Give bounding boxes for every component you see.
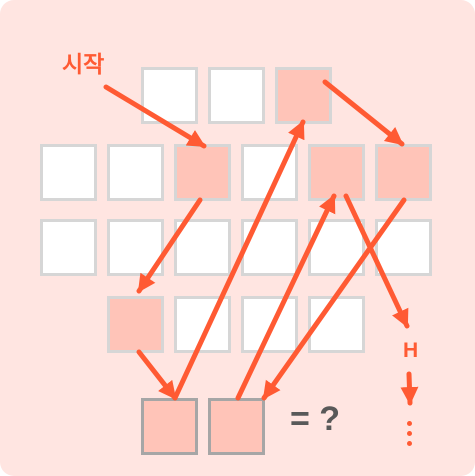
empty-cell xyxy=(241,296,298,353)
arrow-icon xyxy=(400,371,419,406)
dot xyxy=(407,441,412,446)
h-label: H xyxy=(403,339,419,362)
arrow-icon xyxy=(235,193,337,401)
arrow-icon xyxy=(136,349,178,401)
empty-cell xyxy=(107,219,164,276)
empty-cell xyxy=(107,144,164,201)
dot xyxy=(407,431,412,436)
arrow-icon xyxy=(136,197,203,294)
empty-cell xyxy=(241,144,298,201)
empty-cell xyxy=(40,219,97,276)
vertical-ellipsis-icon xyxy=(407,421,412,446)
empty-cell xyxy=(40,144,97,201)
start-label: 시작 xyxy=(62,51,105,77)
answer-cell xyxy=(141,398,198,455)
arrow-icon xyxy=(261,197,407,401)
arrow-icon xyxy=(172,119,306,401)
filled-cell xyxy=(308,144,365,201)
equation-label: = ? xyxy=(290,400,341,438)
empty-cell xyxy=(208,67,265,124)
arrow-icon xyxy=(343,193,410,329)
arrow-icon xyxy=(103,84,207,149)
arrow-icon xyxy=(322,79,405,147)
filled-cell xyxy=(107,296,164,353)
dot xyxy=(407,421,412,426)
